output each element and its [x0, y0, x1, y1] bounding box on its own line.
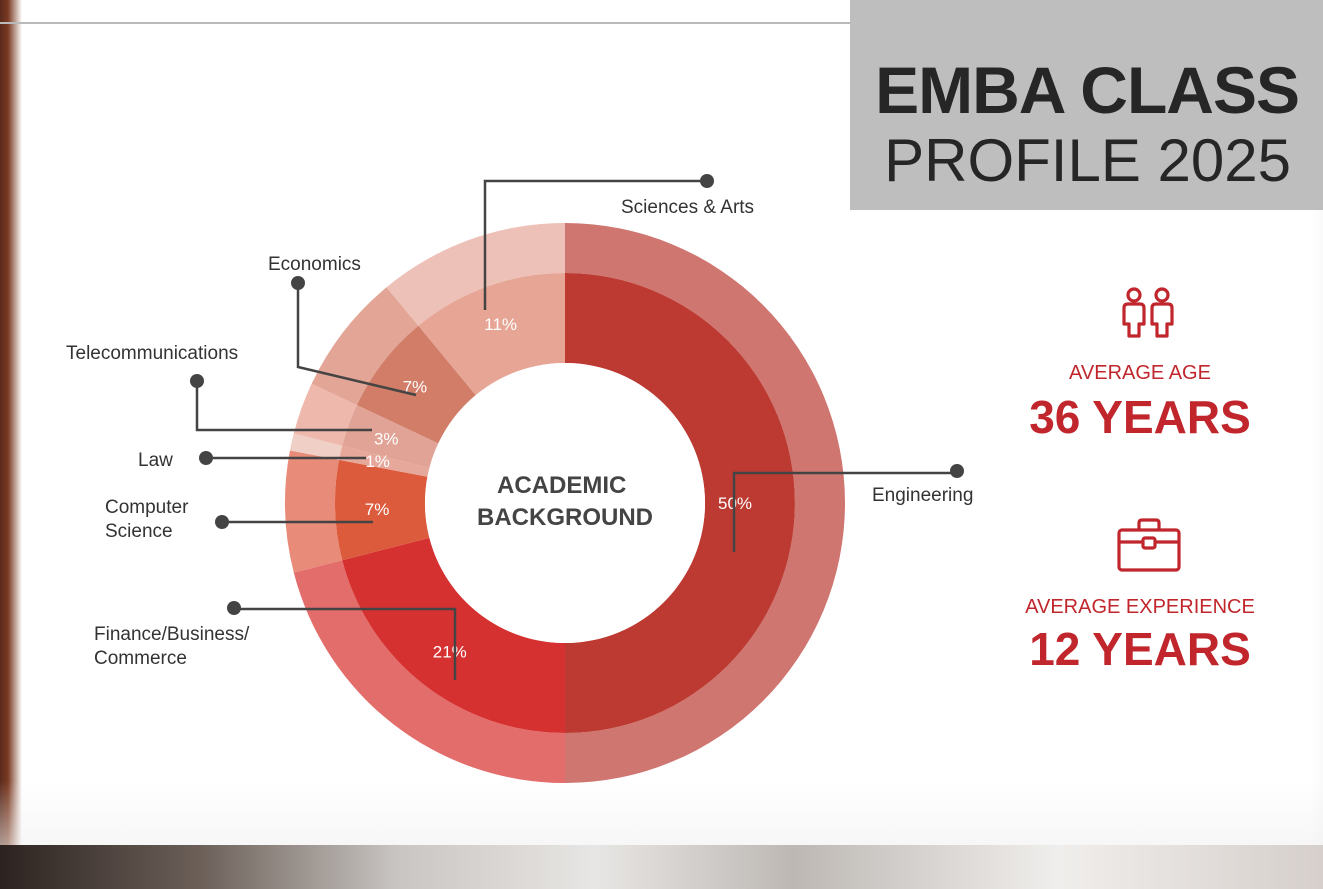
slice-telecommunications: [342, 405, 439, 469]
value-label-computer-science: 7%: [365, 500, 390, 519]
chart-center-title: ACADEMIC BACKGROUND: [477, 472, 653, 531]
value-label-telecommunications: 3%: [374, 430, 399, 449]
people-icon: [1122, 287, 1174, 338]
outer-slice-law: [289, 433, 343, 460]
value-label-sciences-arts: 11%: [484, 315, 517, 334]
outer-slice-computer-science: [285, 450, 343, 573]
category-label-engineering: Engineering: [872, 485, 973, 506]
value-label-finance-business-commerce: 21%: [433, 643, 467, 662]
leader-dot-sciences-arts: [700, 174, 714, 188]
outer-slice-sciences-arts: [386, 223, 565, 326]
value-label-economics: 7%: [403, 378, 428, 397]
slice-value-labels: 50%21%7%1%3%7%11%: [365, 315, 752, 661]
leader-dot-computer-science: [215, 515, 229, 529]
slice-finance-business-commerce: [342, 537, 565, 733]
bottom-fade: [0, 780, 1323, 850]
page-subtitle: PROFILE 2025: [884, 127, 1291, 194]
category-label-finance-business-commerce: Finance/Business/Commerce: [94, 624, 250, 669]
outer-slice-engineering: [565, 223, 845, 783]
leader-line-sciences-arts: [483, 179, 707, 310]
inner-ring: [335, 273, 795, 733]
leader-dot-finance-business-commerce: [227, 601, 241, 615]
leader-line-telecommunications: [195, 381, 372, 432]
leader-dot-law: [199, 451, 213, 465]
leader-line-economics: [296, 283, 417, 397]
title-box: EMBA CLASS PROFILE 2025: [850, 0, 1323, 210]
average-age-value: 36 YEARS: [1029, 391, 1251, 443]
slice-computer-science: [335, 459, 430, 561]
chart-center-title-line-2: BACKGROUND: [477, 504, 653, 531]
category-label-telecommunications: Telecommunications: [66, 343, 238, 364]
leader-lines: [190, 174, 964, 680]
chart-center-title-line-1: ACADEMIC: [497, 472, 626, 499]
category-label-sciences-arts: Sciences & Arts: [621, 197, 754, 218]
briefcase-icon: [1117, 518, 1181, 572]
page-title: EMBA CLASS: [875, 53, 1300, 127]
value-label-law: 1%: [365, 452, 390, 471]
leader-line-engineering: [732, 471, 957, 552]
category-label-law: Law: [138, 450, 173, 471]
category-label-economics: Economics: [268, 254, 361, 275]
average-experience-value: 12 YEARS: [1029, 623, 1251, 675]
bottom-photo-strip: [0, 845, 1323, 889]
slice-engineering: [565, 273, 795, 733]
leader-line-finance-business-commerce: [234, 607, 457, 680]
leader-dot-telecommunications: [190, 374, 204, 388]
slice-law: [339, 445, 430, 477]
average-experience-label: AVERAGE EXPERIENCE: [1025, 596, 1255, 618]
leader-dot-engineering: [950, 464, 964, 478]
donut-hole: [425, 363, 705, 643]
top-divider: [0, 22, 850, 24]
average-age-label: AVERAGE AGE: [1069, 362, 1211, 384]
slice-economics: [356, 325, 476, 444]
slice-sciences-arts: [418, 273, 565, 396]
outer-slice-finance-business-commerce: [293, 560, 565, 783]
leader-dot-economics: [291, 276, 305, 290]
